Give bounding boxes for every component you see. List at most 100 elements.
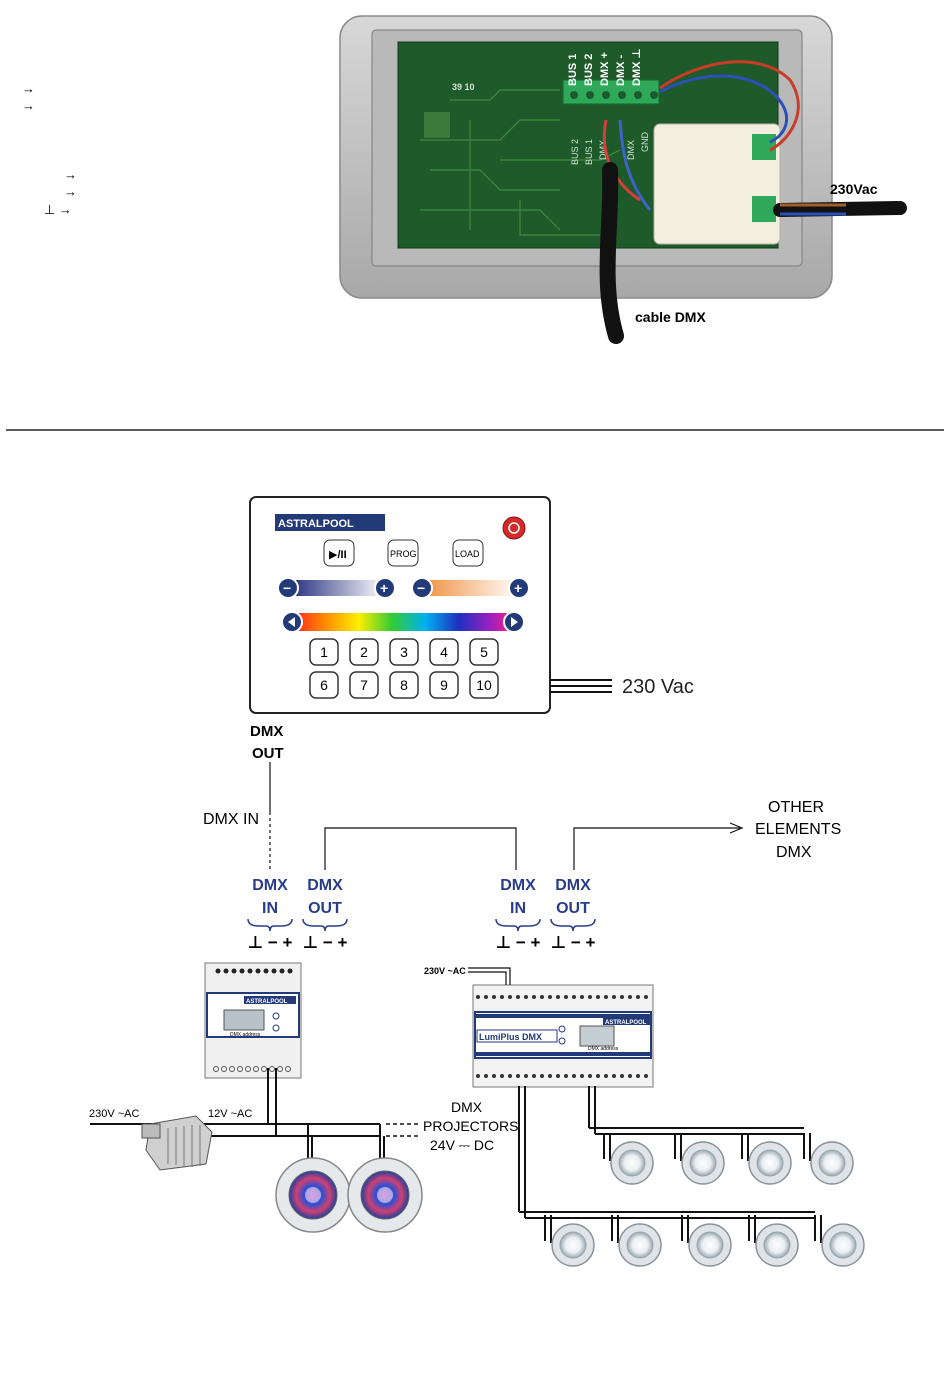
big-terminal-bottom	[540, 1074, 544, 1078]
supply-230-right: 230V ~AC	[424, 966, 466, 976]
wire-blue-loop	[659, 74, 788, 144]
pcb-logo: 39 10	[452, 82, 475, 92]
ps-terminal-2	[752, 196, 776, 222]
wire-blue	[618, 119, 652, 211]
number-key-4[interactable]	[429, 638, 459, 666]
big-terminal-bottom	[532, 1074, 536, 1078]
svg-text:−: −	[283, 580, 291, 596]
play-pause-button[interactable]	[323, 539, 355, 567]
label-230vac: 230Vac	[830, 181, 878, 197]
prog-button[interactable]	[387, 539, 419, 567]
big-terminal-bottom	[516, 1074, 520, 1078]
number-key-8[interactable]	[389, 671, 419, 699]
big-terminal-bottom	[644, 1074, 648, 1078]
white-projector	[603, 1133, 654, 1185]
big-terminal-top	[492, 995, 496, 999]
big-terminal-top	[484, 995, 488, 999]
minus-icon-right[interactable]	[411, 577, 433, 599]
supply-230-left: 230V ~AC	[89, 1108, 140, 1120]
terminal-block	[562, 79, 660, 105]
white-projector	[544, 1215, 595, 1267]
number-key-label: 4	[440, 644, 448, 660]
big-terminal-top	[548, 995, 552, 999]
cable-230vac	[773, 201, 907, 217]
number-key-1[interactable]	[309, 638, 339, 666]
cable-dmx	[599, 162, 624, 344]
power-supply-box	[653, 123, 781, 245]
big-terminal-bottom	[484, 1074, 488, 1078]
power-icon	[508, 522, 520, 534]
dmx-out-label-2: OUT	[252, 745, 284, 762]
silk-bottom-bus2: BUS 2	[570, 139, 580, 165]
number-key-6[interactable]	[309, 671, 339, 699]
small-module-sub: DMX address	[230, 1032, 261, 1038]
number-key-3[interactable]	[389, 638, 419, 666]
number-key-label: 5	[480, 644, 488, 660]
legend-arrow-1: →	[22, 81, 35, 96]
silk-dmx-plus: DMX +	[599, 52, 611, 86]
terminal-brace	[302, 918, 348, 932]
white-intensity-bar	[288, 580, 386, 596]
number-key-label: 6	[320, 677, 328, 693]
big-terminal-bottom	[572, 1074, 576, 1078]
dmx-in-label: DMX IN	[203, 811, 259, 828]
white-projector	[611, 1215, 662, 1267]
transformer	[141, 1115, 213, 1171]
big-terminal-bottom	[508, 1074, 512, 1078]
white-projector	[674, 1133, 725, 1185]
silk-dmx-minus: DMX -	[615, 55, 627, 87]
power-button[interactable]	[502, 516, 526, 540]
big-terminal-top	[620, 995, 624, 999]
load-button[interactable]	[452, 539, 484, 567]
big-terminal-top	[604, 995, 608, 999]
big-terminal-bottom	[492, 1074, 496, 1078]
white-projectors	[544, 1133, 865, 1267]
terminal-screws	[570, 91, 658, 99]
plus-icon-right[interactable]	[508, 577, 530, 599]
number-key-9[interactable]	[429, 671, 459, 699]
small-module-top-terminals	[215, 968, 293, 974]
terminal-group-top: DMX	[307, 877, 343, 894]
minus-icon-left[interactable]	[277, 577, 299, 599]
big-terminal-bottom	[596, 1074, 600, 1078]
number-key-label: 3	[400, 644, 408, 660]
number-key-2[interactable]	[349, 638, 379, 666]
big-module-name: LumiPlus DMX	[479, 1032, 542, 1042]
other-elements-1: OTHER	[768, 799, 824, 816]
white-projector	[748, 1215, 799, 1267]
big-module-terminals	[476, 995, 648, 1078]
legend-arrow-4: →	[64, 184, 77, 199]
terminal-group-bottom: OUT	[308, 900, 342, 917]
right-lamps-wiring	[518, 1086, 815, 1219]
big-terminal-top	[612, 995, 616, 999]
big-terminal-top	[564, 995, 568, 999]
terminal-symbols: ⊥ − +	[248, 933, 293, 952]
big-terminal-top	[532, 995, 536, 999]
number-key-label: 10	[476, 677, 492, 693]
big-terminal-top	[476, 995, 480, 999]
big-terminal-top	[524, 995, 528, 999]
big-module-sub: DMX address	[588, 1046, 619, 1052]
projectors-label-2: PROJECTORS	[423, 1118, 518, 1134]
number-key-7[interactable]	[349, 671, 379, 699]
number-key-10[interactable]	[469, 671, 499, 699]
number-key-5[interactable]	[469, 638, 499, 666]
pcb-silk-top: BUS 1 BUS 2 DMX + DMX - DMX ⊥	[567, 48, 643, 86]
terminal-brace	[247, 918, 293, 932]
terminal-group-top: DMX	[555, 877, 591, 894]
big-terminal-top	[596, 995, 600, 999]
terminal-brace	[550, 918, 596, 932]
plus-icon-left[interactable]	[374, 577, 396, 599]
big-terminal-top	[580, 995, 584, 999]
supply-12vac: 12V ~AC	[208, 1108, 252, 1120]
load-label: LOAD	[455, 549, 480, 559]
rgb-projector-1	[275, 1157, 351, 1233]
terminal-group-top: DMX	[252, 877, 288, 894]
silk-bus2: BUS 2	[583, 54, 595, 86]
wire-red-loop	[659, 60, 800, 152]
silk-dmx-gnd: DMX ⊥	[631, 48, 643, 86]
prog-label: PROG	[390, 549, 417, 559]
small-module-bottom-terminals	[213, 1066, 291, 1072]
